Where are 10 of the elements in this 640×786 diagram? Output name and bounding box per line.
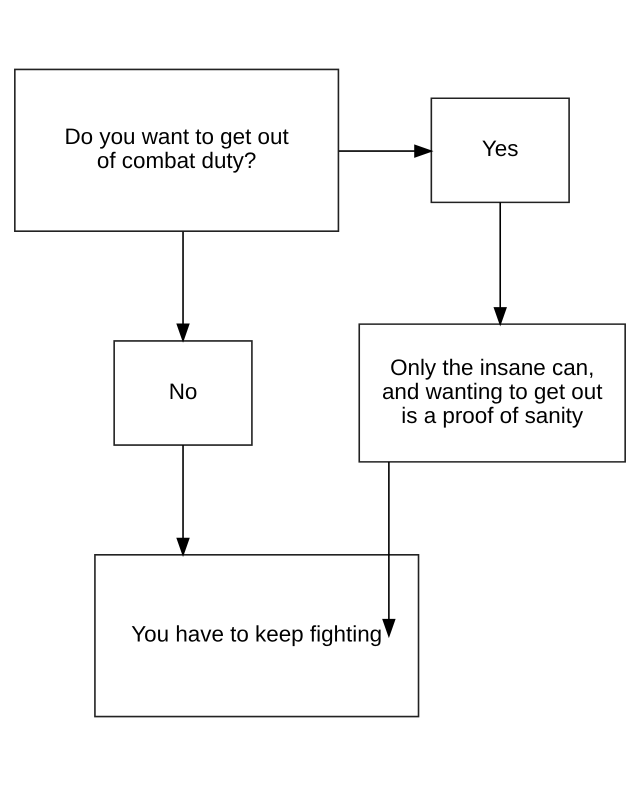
arrow: [176, 232, 190, 343]
arrow: [493, 202, 507, 326]
arrow: [338, 144, 434, 158]
node-box: No: [113, 340, 253, 446]
node-box: You have to keep fighting: [94, 554, 420, 718]
arrow: [176, 445, 190, 558]
node-box: Only the insane can, and wanting to get out is a proof of sanity: [358, 323, 626, 463]
arrow: [382, 462, 396, 638]
node-box: Do you want to get out of combat duty?: [14, 68, 340, 232]
node-box: Yes: [430, 97, 570, 204]
